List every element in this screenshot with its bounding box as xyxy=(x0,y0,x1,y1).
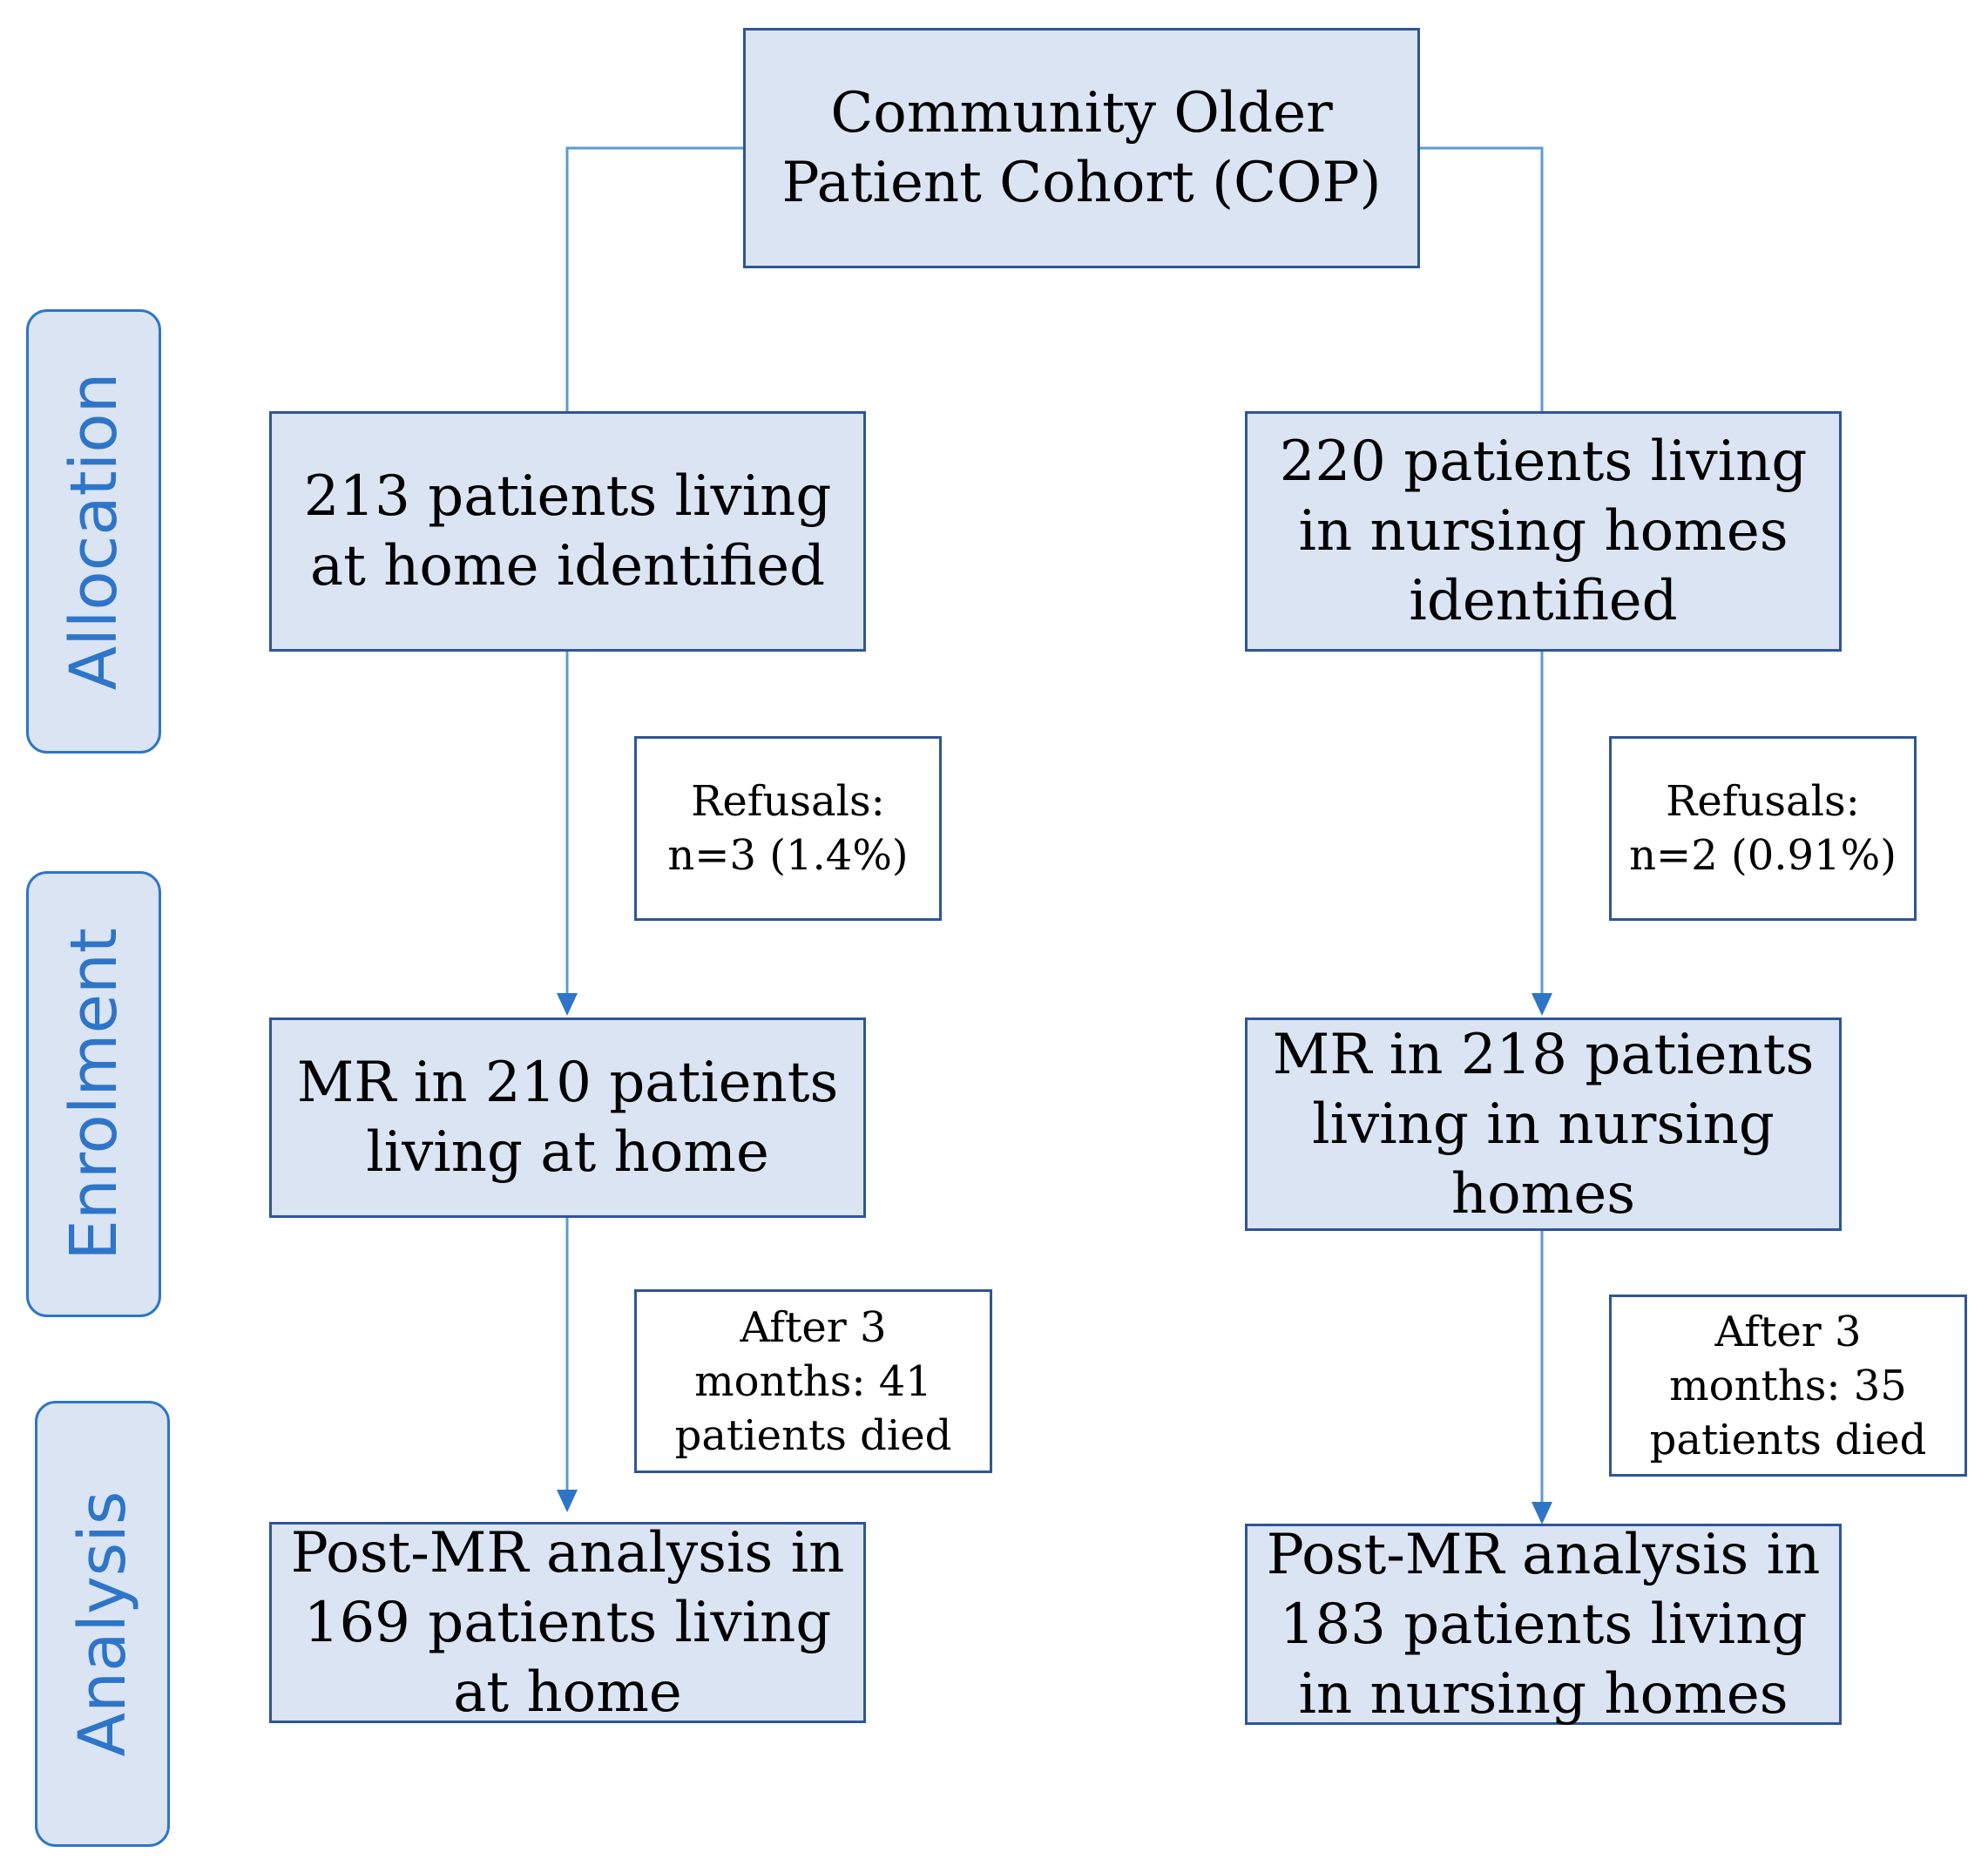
nursing-died-line-1: After 3 xyxy=(1714,1307,1862,1356)
cohort-box: Community Older Patient Cohort (COP) xyxy=(743,28,1420,268)
home-died-box: After 3 months: 41 patients died xyxy=(634,1289,992,1473)
arrowhead-nursing-mr xyxy=(1532,993,1552,1016)
home-analysis-line-3: at home xyxy=(453,1660,682,1725)
home-analysis-line-2: 169 patients living xyxy=(303,1590,832,1655)
nursing-died-line-2: months: 35 xyxy=(1669,1361,1907,1410)
home-died-line-2: months: 41 xyxy=(694,1356,932,1406)
home-refusals-line-1: Refusals: xyxy=(691,777,885,826)
nursing-mr-box: MR in 218 patients living in nursing hom… xyxy=(1245,1018,1842,1231)
home-identified-line-1: 213 patients living xyxy=(303,464,832,529)
home-died-line-1: After 3 xyxy=(740,1302,887,1352)
home-mr-line-1: MR in 210 patients xyxy=(296,1051,839,1115)
home-identified-box: 213 patients living at home identified xyxy=(269,411,866,652)
home-analysis-line-1: Post-MR analysis in xyxy=(290,1520,845,1585)
stage-enrolment-label: Enrolment xyxy=(56,928,132,1261)
arrowhead-nursing-analysis xyxy=(1532,1502,1552,1525)
nursing-refusals-box: Refusals: n=2 (0.91%) xyxy=(1609,736,1917,921)
cohort-line-1: Community Older xyxy=(830,81,1333,145)
home-mr-box: MR in 210 patients living at home xyxy=(269,1018,866,1218)
nursing-mr-line-2: living in nursing xyxy=(1312,1092,1775,1157)
connector-cohort-to-home xyxy=(565,146,743,411)
connector-cohort-to-nursing xyxy=(1418,146,1544,411)
stage-enrolment: Enrolment xyxy=(26,871,161,1317)
stage-allocation: Allocation xyxy=(26,309,161,754)
home-died-line-3: patients died xyxy=(674,1410,952,1460)
nursing-identified-line-2: in nursing homes xyxy=(1298,499,1789,564)
nursing-refusals-line-2: n=2 (0.91%) xyxy=(1629,831,1897,880)
nursing-analysis-line-1: Post-MR analysis in xyxy=(1266,1522,1821,1587)
home-mr-line-2: living at home xyxy=(366,1120,769,1185)
cohort-line-2: Patient Cohort (COP) xyxy=(781,151,1382,215)
nursing-refusals-line-1: Refusals: xyxy=(1666,777,1860,826)
nursing-mr-line-1: MR in 218 patients xyxy=(1272,1022,1815,1087)
nursing-died-line-3: patients died xyxy=(1649,1415,1927,1464)
nursing-analysis-line-2: 183 patients living xyxy=(1279,1592,1808,1657)
nursing-identified-line-1: 220 patients living xyxy=(1279,429,1808,494)
stage-analysis-label: Analysis xyxy=(64,1491,140,1757)
nursing-identified-line-3: identified xyxy=(1409,569,1678,633)
nursing-mr-line-3: homes xyxy=(1450,1161,1636,1227)
home-identified-line-2: at home identified xyxy=(309,534,826,598)
home-analysis-box: Post-MR analysis in 169 patients living … xyxy=(269,1521,866,1725)
home-refusals-box: Refusals: n=3 (1.4%) xyxy=(634,736,942,921)
nursing-identified-box: 220 patients living in nursing homes ide… xyxy=(1245,411,1842,652)
nursing-analysis-box: Post-MR analysis in 183 patients living … xyxy=(1245,1523,1842,1727)
arrowhead-home-analysis xyxy=(557,1490,578,1512)
stage-analysis: Analysis xyxy=(35,1401,170,1847)
nursing-analysis-line-3: in nursing homes xyxy=(1298,1661,1789,1727)
arrowhead-home-mr xyxy=(557,993,578,1016)
home-refusals-line-2: n=3 (1.4%) xyxy=(667,831,909,880)
stage-allocation-label: Allocation xyxy=(56,372,132,691)
nursing-died-box: After 3 months: 35 patients died xyxy=(1609,1295,1967,1477)
